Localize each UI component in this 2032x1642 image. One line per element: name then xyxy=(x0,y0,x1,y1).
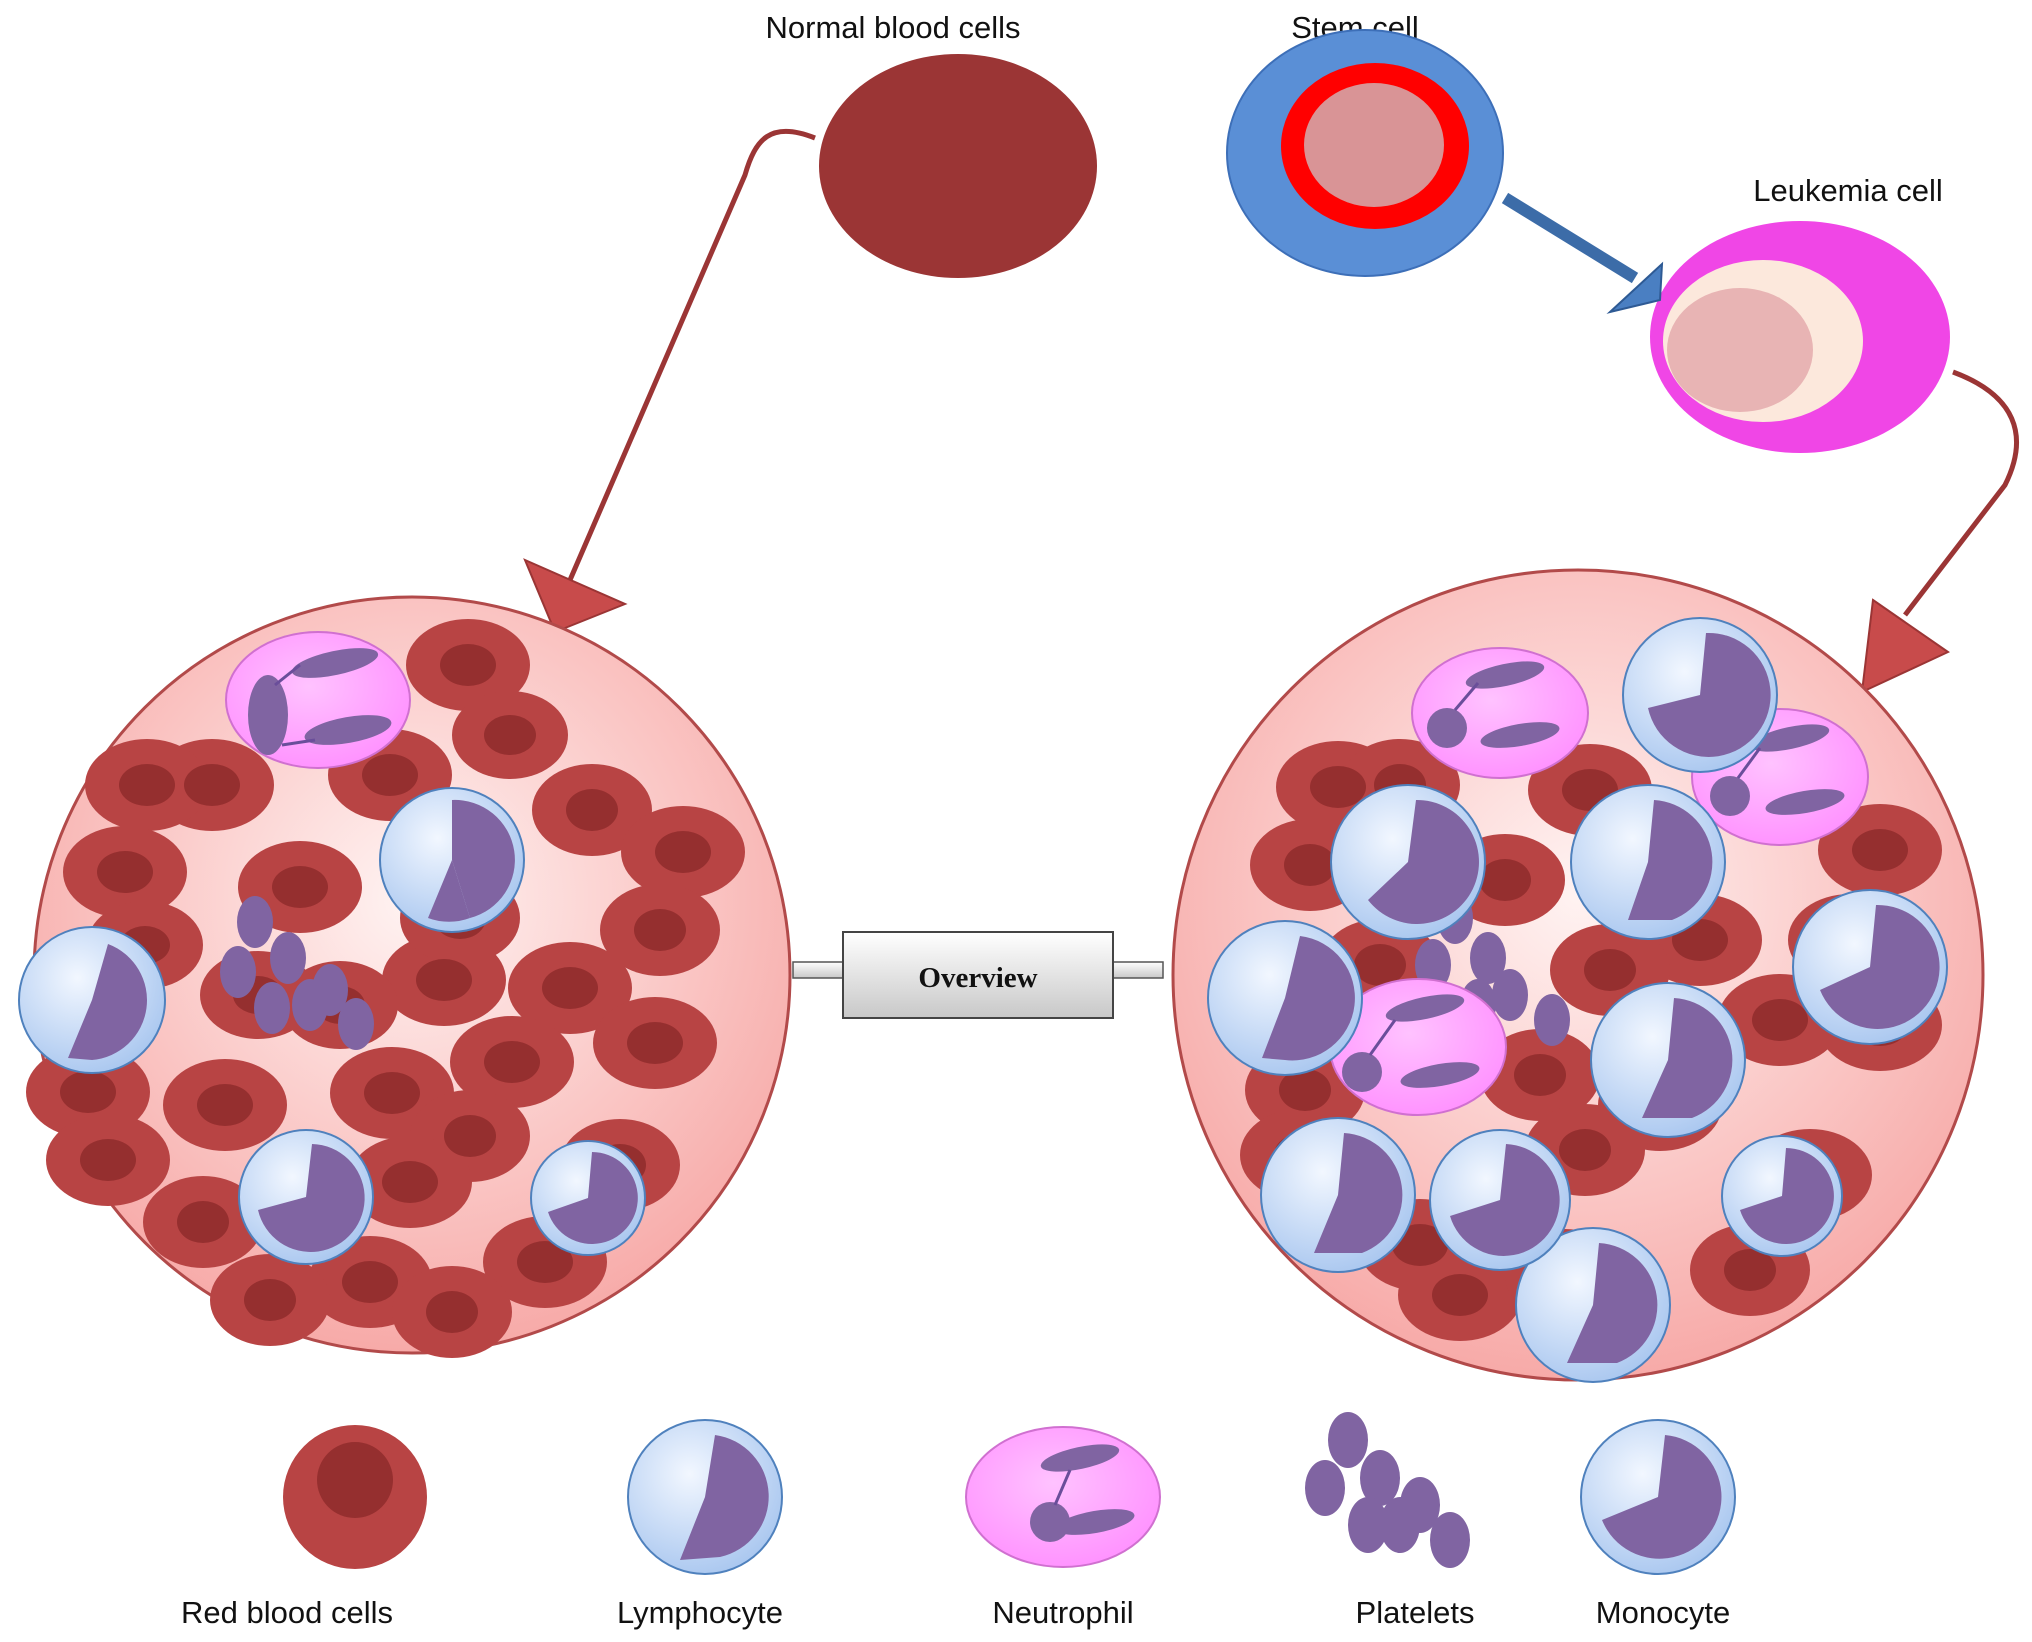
legend-label-red-blood-cells: Red blood cells xyxy=(181,1595,393,1630)
leukemia-lymphocyte-2 xyxy=(1330,784,1486,940)
normal-platelets xyxy=(220,896,374,1050)
legend-label-platelets: Platelets xyxy=(1356,1595,1475,1630)
leukemia-lymphocyte-4 xyxy=(1792,889,1948,1045)
leukemia-lymphocyte-6 xyxy=(1590,982,1746,1138)
leukemia-neutrophil-1 xyxy=(1411,647,1589,779)
legend-label-neutrophil: Neutrophil xyxy=(992,1595,1133,1630)
legend-label-lymphocyte: Lymphocyte xyxy=(617,1595,783,1630)
normal-monocyte-1 xyxy=(238,1129,374,1265)
arrow-leukemia-to-circle xyxy=(1860,369,2020,694)
leukemia-lymphocyte-7 xyxy=(1260,1117,1416,1273)
overview-label: Overview xyxy=(918,962,1037,994)
normal-lymphocyte-1 xyxy=(379,787,525,933)
legend-neutrophil-icon xyxy=(965,1426,1161,1568)
legend-platelets-icon xyxy=(1305,1412,1470,1568)
normal-blood-circle xyxy=(18,595,792,1358)
legend-red-blood-cell-icon xyxy=(283,1425,427,1569)
arrow-normal-to-circle xyxy=(523,128,816,634)
leukemia-lymphocyte-8 xyxy=(1515,1227,1671,1383)
leukemia-monocyte-1 xyxy=(1429,1129,1571,1271)
legend-monocyte-icon xyxy=(1580,1419,1736,1575)
leukemia-cell-label: Leukemia cell xyxy=(1753,173,1943,208)
leukemia-blood-circle xyxy=(1171,568,1985,1383)
normal-monocyte-2 xyxy=(530,1140,646,1256)
normal-lymphocyte-2 xyxy=(18,926,166,1074)
leukemia-lymphocyte-5 xyxy=(1207,920,1363,1076)
normal-blood-cell xyxy=(819,54,1097,278)
leukemia-neutrophil-3 xyxy=(1329,978,1507,1116)
leukemia-cell xyxy=(1650,221,1950,453)
normal-blood-cells-label: Normal blood cells xyxy=(766,10,1021,45)
leukemia-lymphocyte-3 xyxy=(1570,784,1726,940)
legend-label-monocyte: Monocyte xyxy=(1596,1595,1730,1630)
leukemia-lymphocyte-1 xyxy=(1622,617,1778,773)
arrow-stem-to-leukemia xyxy=(1501,192,1664,314)
legend-lymphocyte-icon xyxy=(627,1419,783,1575)
overview-connector: Overview xyxy=(792,931,1164,1019)
normal-neutrophil xyxy=(225,631,411,769)
leukemia-monocyte-2 xyxy=(1721,1135,1843,1257)
stem-cell xyxy=(1226,29,1504,277)
